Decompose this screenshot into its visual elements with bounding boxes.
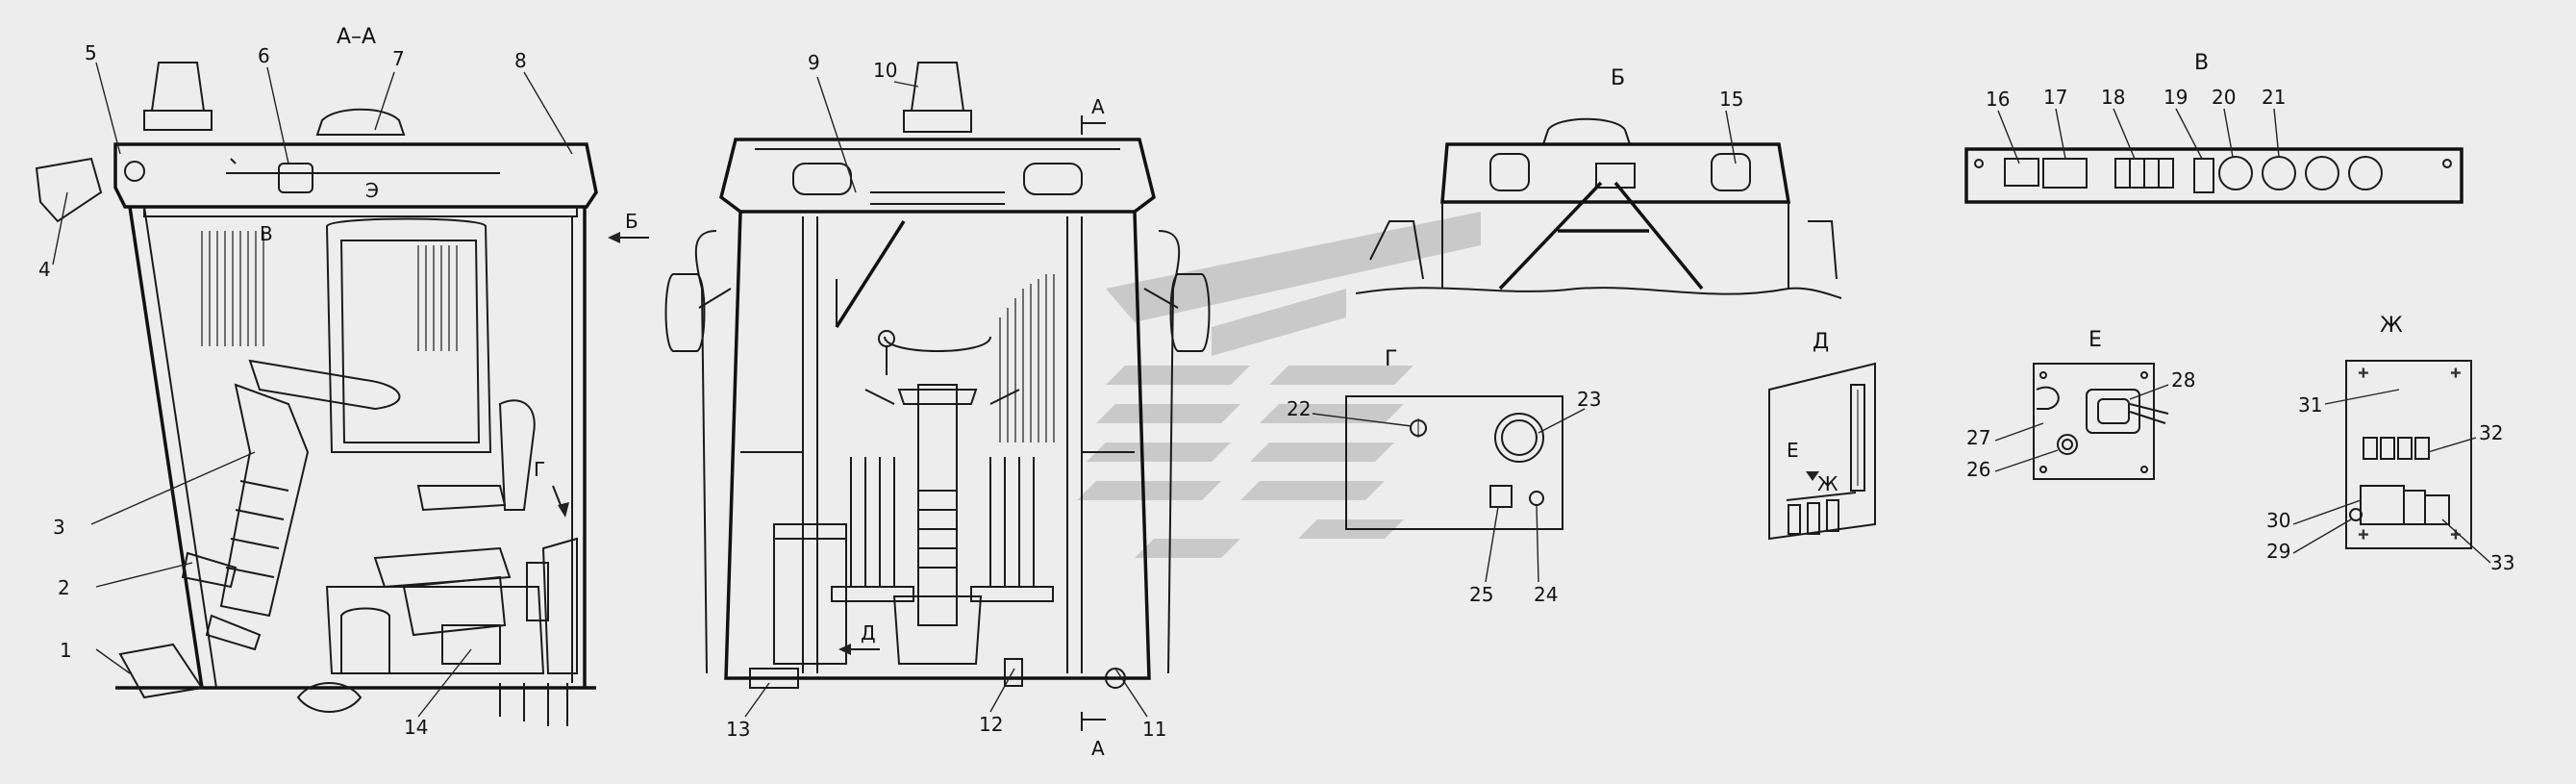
callout-29: 29 [2266, 540, 2290, 563]
view-zh-panel: Ж + + + + 31 32 30 29 33 [2266, 314, 2514, 574]
callout-4: 4 [38, 258, 51, 281]
callout-31: 31 [2298, 393, 2322, 417]
callout-3: 3 [53, 516, 65, 539]
callout-21: 21 [2262, 86, 2286, 109]
callout-32: 32 [2479, 421, 2503, 444]
callout-23: 23 [1577, 388, 1601, 411]
a-bottom-marker: А [1091, 737, 1105, 760]
section-aa-title: А–А [337, 25, 376, 49]
e-label-in-d: Е [1787, 439, 1799, 462]
callout-14: 14 [404, 716, 428, 739]
svg-text:+: + [2358, 527, 2369, 543]
callout-22: 22 [1287, 397, 1311, 420]
callout-26: 26 [1966, 458, 1990, 481]
zh-label-in-d: Ж [1817, 472, 1838, 495]
v-label-in-side: В [260, 222, 273, 245]
svg-text:+: + [2450, 366, 2462, 381]
callout-15: 15 [1719, 88, 1743, 111]
a-top-marker: А [1091, 95, 1105, 118]
callout-11: 11 [1142, 718, 1166, 741]
callout-9: 9 [808, 51, 820, 74]
view-b-roof: Б 15 [1355, 66, 1842, 299]
callout-16: 16 [1986, 88, 2010, 111]
view-g-title: Г [1385, 347, 1397, 371]
callout-5: 5 [85, 41, 97, 64]
svg-text:+: + [2358, 366, 2369, 381]
view-g-panel: Г 22 23 24 25 [1287, 347, 1601, 606]
callout-19: 19 [2163, 86, 2188, 109]
view-d-title: Д [1813, 330, 1829, 354]
callout-6: 6 [258, 44, 270, 67]
view-v-panel: В 16 17 18 19 20 21 [1964, 51, 2463, 204]
b-arrow-label: Б [625, 210, 638, 233]
callout-30: 30 [2266, 509, 2290, 532]
callout-33: 33 [2490, 551, 2514, 574]
view-d-panel: Д Е Ж [1768, 330, 1876, 541]
callout-12: 12 [979, 713, 1003, 736]
callout-1: 1 [60, 639, 72, 662]
callout-2: 2 [58, 576, 70, 599]
svg-text:+: + [2450, 527, 2462, 543]
watermark-logo [1077, 212, 1481, 558]
callout-13: 13 [726, 718, 750, 741]
callout-18: 18 [2101, 86, 2125, 109]
callout-8: 8 [514, 49, 527, 72]
callout-7: 7 [392, 47, 405, 70]
view-v-title: В [2194, 51, 2209, 75]
view-b-title: Б [1611, 66, 1625, 90]
e-label-in-side: Э [365, 179, 379, 202]
callout-27: 27 [1966, 426, 1990, 449]
callout-10: 10 [873, 59, 897, 82]
callout-25: 25 [1469, 583, 1493, 606]
view-zh-title: Ж [2380, 314, 2403, 338]
section-aa-side-view: А–А [35, 25, 649, 739]
callout-24: 24 [1534, 583, 1558, 606]
callout-17: 17 [2043, 86, 2067, 109]
callout-28: 28 [2171, 368, 2195, 392]
view-e-panel: Е 28 27 26 [1966, 328, 2195, 481]
callout-20: 20 [2212, 86, 2236, 109]
view-e-title: Е [2088, 328, 2102, 352]
g-label-in-side: Г [534, 458, 545, 481]
d-label-in-front: Д [861, 621, 876, 645]
front-view: А А [664, 51, 1211, 760]
